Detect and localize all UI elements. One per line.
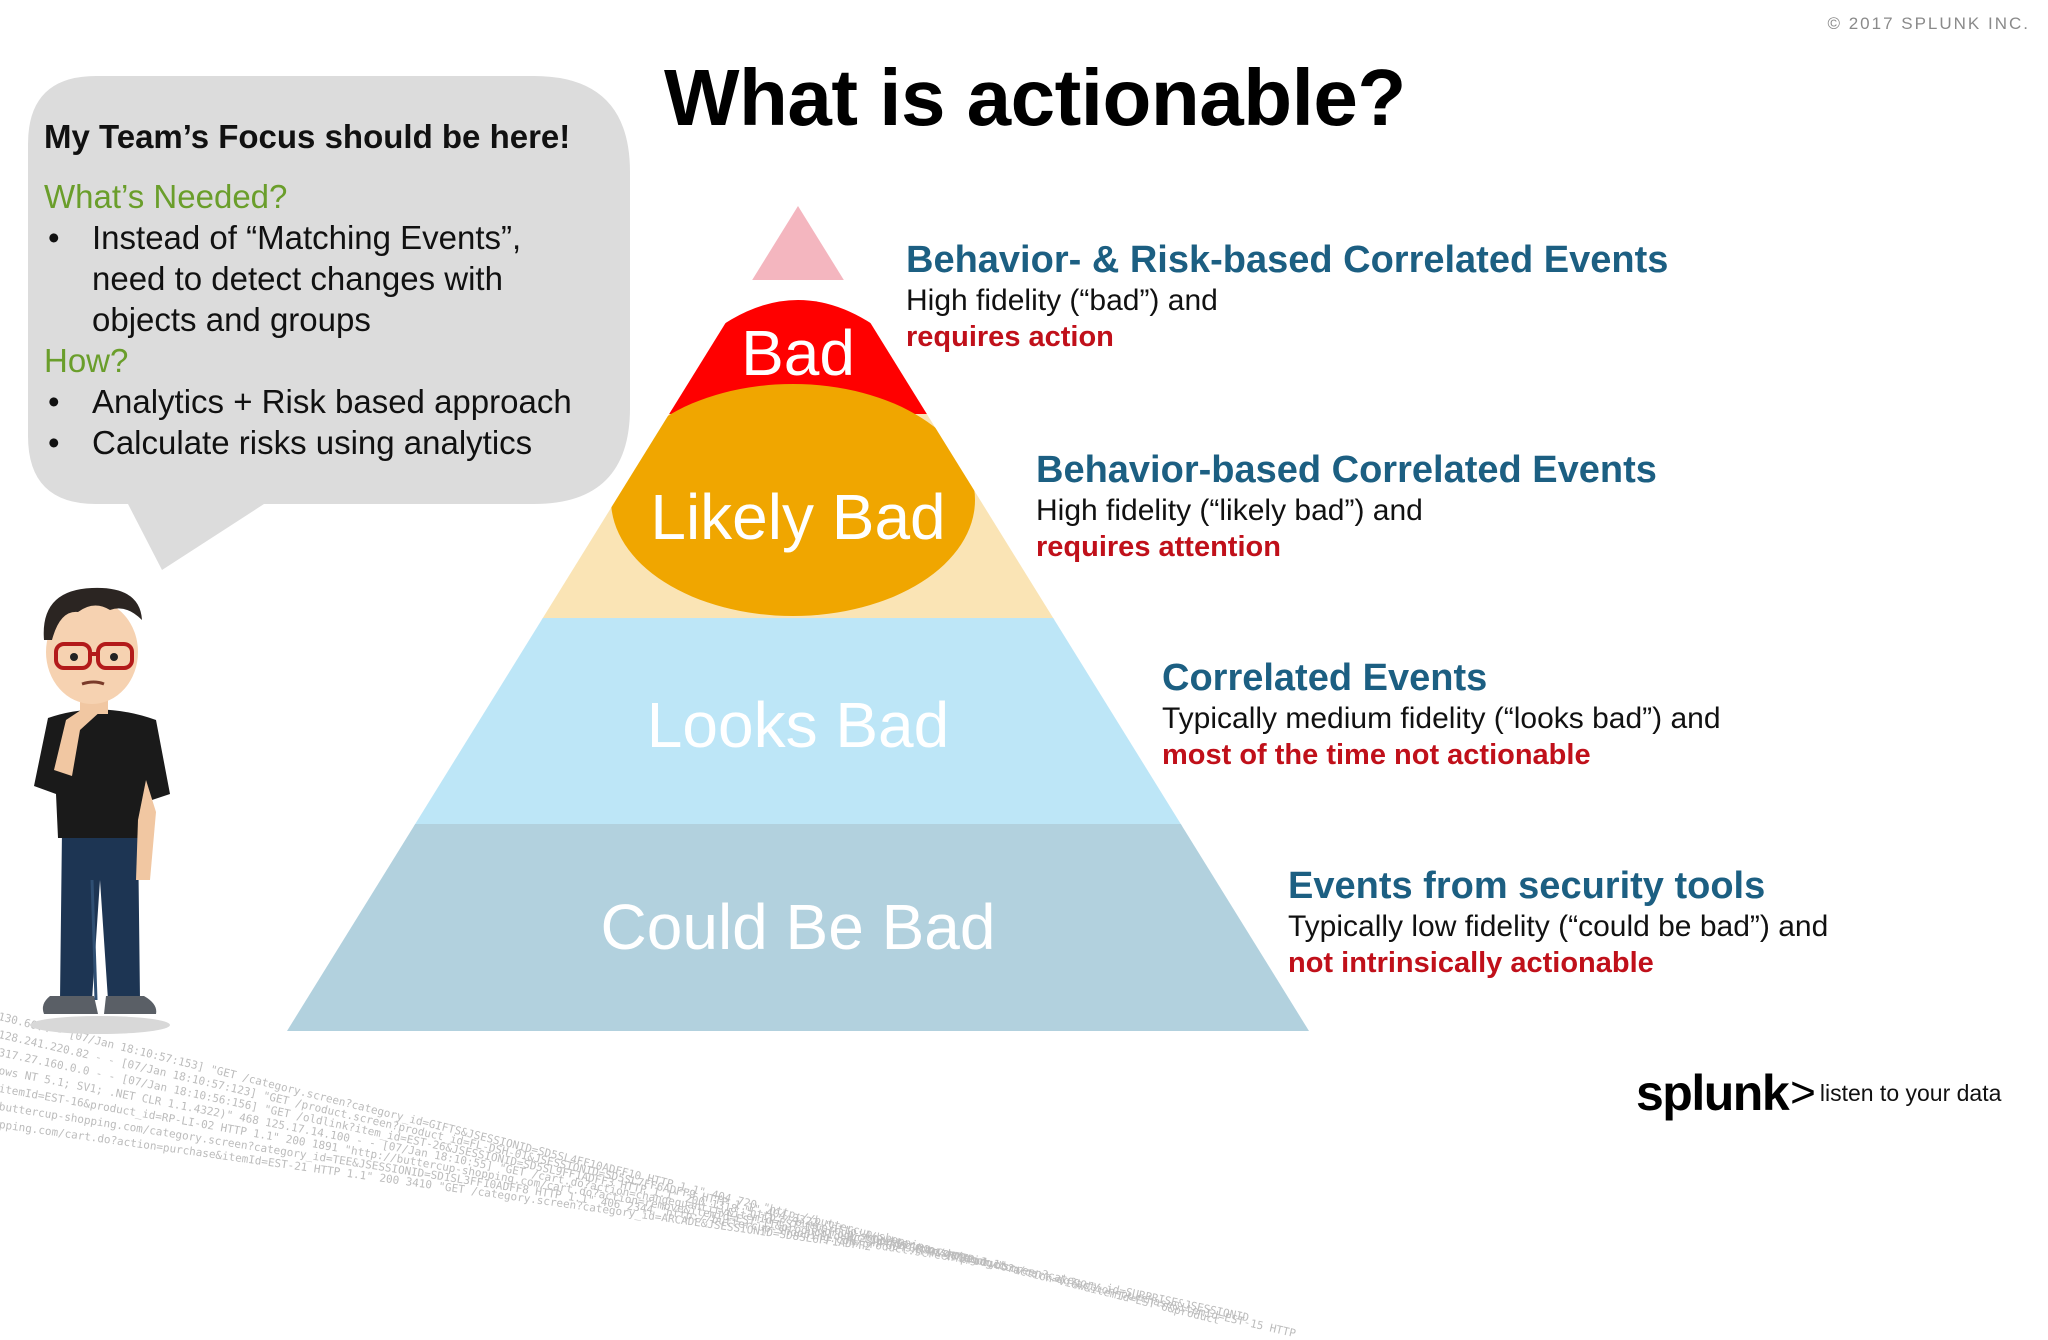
- chevron-icon: >: [1790, 1068, 1816, 1117]
- desc-subtext: High fidelity (“likely bad”) and: [1036, 494, 1423, 527]
- tier-likely-bad-circle: [611, 384, 975, 616]
- how-item: Calculate risks using analytics: [48, 422, 634, 463]
- desc-action: requires action: [906, 321, 1114, 353]
- tier-could-be-bad-band: [287, 824, 1309, 1031]
- needed-item: Instead of “Matching Events”,need to det…: [48, 217, 634, 340]
- desc-action: not intrinsically actionable: [1288, 947, 1654, 979]
- desc-subtext: High fidelity (“bad”) and: [906, 284, 1218, 317]
- how-item: Analytics + Risk based approach: [48, 381, 634, 422]
- tier-bad-shape: [660, 300, 936, 414]
- tier-looks-bad-band: [287, 618, 1309, 826]
- how-list: Analytics + Risk based approach Calculat…: [44, 381, 634, 463]
- desc-action: requires attention: [1036, 531, 1281, 563]
- slide-title: What is actionable?: [664, 53, 1406, 142]
- splunk-logo: splunk > listen to your data: [1636, 1064, 2001, 1122]
- desc-subtext: Typically medium fidelity (“looks bad”) …: [1162, 702, 1721, 735]
- desc-could-be-bad: Events from security tools Typically low…: [1288, 864, 1828, 981]
- thinking-person-illustration: [30, 587, 170, 1034]
- desc-heading: Events from security tools: [1288, 865, 1766, 907]
- needed-list: Instead of “Matching Events”,need to det…: [44, 217, 634, 340]
- tier-likely-bad-band: [287, 410, 1309, 620]
- desc-heading: Behavior-based Correlated Events: [1036, 449, 1657, 491]
- logo-wordmark: splunk: [1636, 1065, 1790, 1121]
- desc-likely-bad: Behavior-based Correlated Events High fi…: [1036, 448, 1657, 565]
- how-label: How?: [44, 342, 129, 379]
- desc-bad: Behavior- & Risk-based Correlated Events…: [906, 238, 1668, 355]
- desc-looks-bad: Correlated Events Typically medium fidel…: [1162, 656, 1721, 773]
- desc-heading: Correlated Events: [1162, 657, 1488, 699]
- tier-looks-bad-label: Looks Bad: [646, 689, 950, 761]
- bubble-heading: My Team’s Focus should be here!: [44, 118, 571, 155]
- logo-tagline: listen to your data: [1819, 1079, 2002, 1106]
- tier-could-be-bad-label: Could Be Bad: [600, 891, 996, 963]
- speech-bubble-text: My Team’s Focus should be here! What’s N…: [44, 118, 634, 463]
- desc-subtext: Typically low fidelity (“could be bad”) …: [1288, 910, 1829, 943]
- desc-action: most of the time not actionable: [1162, 739, 1591, 771]
- tier-likely-bad-label: Likely Bad: [650, 481, 946, 553]
- needed-label: What’s Needed?: [44, 178, 288, 215]
- pyramid: [287, 206, 1309, 1031]
- desc-heading: Behavior- & Risk-based Correlated Events: [906, 239, 1669, 281]
- tier-bad-label: Bad: [741, 317, 855, 389]
- copyright-notice: © 2017 SPLUNK INC.: [1827, 14, 2030, 33]
